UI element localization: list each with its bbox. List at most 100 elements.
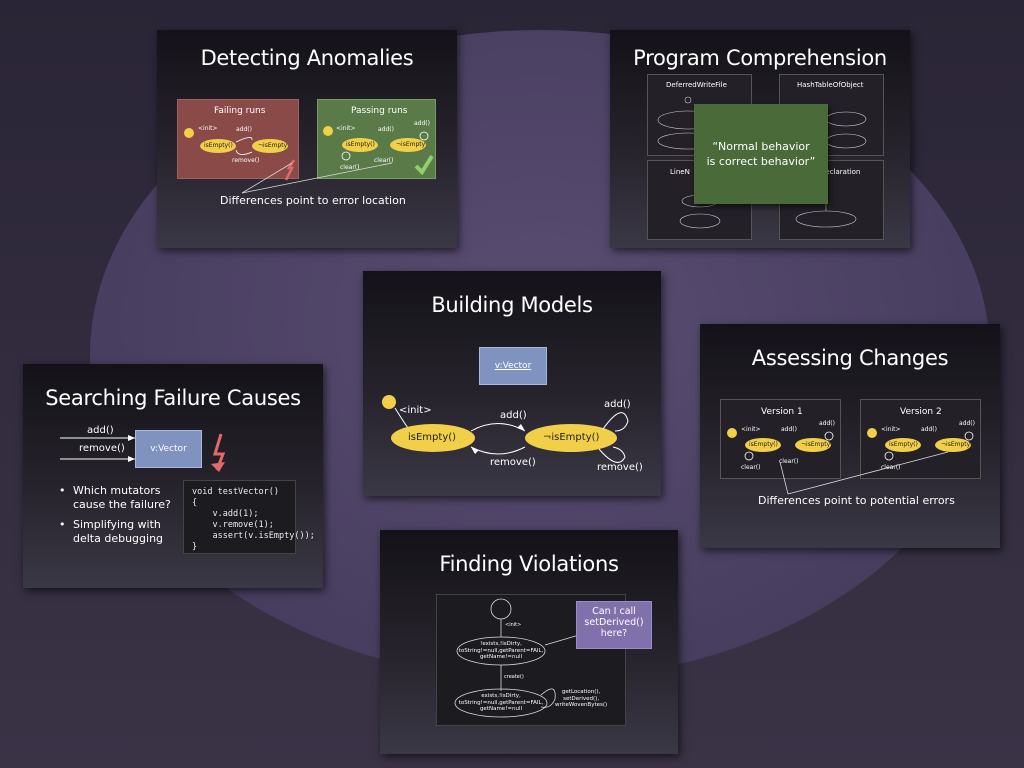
state-exists bbox=[454, 688, 548, 718]
version-1-diagram bbox=[727, 428, 834, 461]
add-label: add() bbox=[921, 426, 937, 433]
init-label: <init> bbox=[741, 426, 761, 433]
add-label-2: add() bbox=[959, 420, 975, 427]
add-label: add() bbox=[236, 126, 252, 133]
slide-title: Searching Failure Causes bbox=[45, 386, 301, 410]
init-label: <init> bbox=[881, 426, 901, 433]
init-label: <init> bbox=[399, 405, 432, 416]
quote-text: “Normal behavior is correct behavior” bbox=[706, 140, 816, 168]
slide-assessing-changes: Assessing Changes Version 1 <init> add()… bbox=[700, 324, 1000, 548]
remove-self-loop-label: remove() bbox=[597, 462, 643, 473]
test-code-box: void testVector() { v.add(1); v.remove(1… bbox=[183, 480, 315, 554]
caption-pointer-lines bbox=[779, 451, 949, 495]
remove-transition-label: remove() bbox=[490, 457, 536, 468]
state-2-text: exists,!isDirty, toString!=null,getParen… bbox=[451, 693, 551, 713]
vector-object-box: v:Vector bbox=[479, 347, 547, 385]
loop-line-3: writeWovenBytes() bbox=[555, 702, 608, 708]
create-label: create() bbox=[504, 674, 524, 680]
init-label: <init> bbox=[505, 622, 522, 628]
is-empty-label: isEmpty() bbox=[749, 441, 778, 448]
slide-title: Building Models bbox=[431, 293, 593, 317]
not-empty-label: ¬isEmpty bbox=[801, 441, 831, 448]
vector-label: v:Vector bbox=[494, 361, 532, 371]
remove-label: remove() bbox=[79, 443, 125, 454]
state-2-line-2: toString!=null,getParent=FAIL, bbox=[458, 699, 544, 706]
slide-program-comprehension: Program Comprehension DeferredWriteFile … bbox=[610, 30, 910, 248]
add-transition-label: add() bbox=[500, 410, 527, 421]
version-2-diagram bbox=[867, 428, 974, 461]
add-label: add() bbox=[87, 425, 114, 436]
state-2-line-3: getName!=null bbox=[479, 706, 523, 712]
initial-state-dot bbox=[323, 126, 333, 136]
state-1-line-2: toString!=null,getParent=FAIL, bbox=[458, 647, 544, 654]
clear-label-2: clear() bbox=[374, 157, 394, 164]
thumbnail-4-title: Declaration bbox=[820, 168, 861, 176]
add-label: add() bbox=[378, 126, 394, 133]
bullet-2-line-1: Simplifying with bbox=[73, 518, 161, 531]
thumbnail-2-title: HashTableOfObject bbox=[797, 81, 864, 89]
violation-state-diagram bbox=[454, 598, 580, 718]
version-1-panel: Version 1 <init> add() add() isEmpty() ¬… bbox=[720, 399, 841, 479]
mutator-arrows bbox=[60, 433, 226, 472]
is-empty-label: isEmpty() bbox=[889, 441, 918, 448]
is-empty-label: isEmpty() bbox=[346, 141, 375, 148]
clear-label: clear() bbox=[741, 464, 761, 471]
slide-title: Assessing Changes bbox=[751, 346, 949, 370]
lightning-icon bbox=[284, 159, 296, 181]
clear-label-2: clear() bbox=[779, 458, 799, 465]
state-machine-diagram bbox=[382, 395, 629, 463]
add-label-2: add() bbox=[819, 420, 835, 427]
assessing-caption: Differences point to potential errors bbox=[758, 494, 955, 507]
slide-detecting-anomalies: Detecting Anomalies Failing runs <init> … bbox=[157, 30, 457, 248]
initial-state bbox=[490, 598, 512, 620]
state-2-line-1: exists,!isDirty, bbox=[481, 693, 521, 699]
not-empty-label: ¬isEmpty bbox=[396, 141, 426, 148]
slide-title: Detecting Anomalies bbox=[200, 46, 414, 70]
clear-label: clear() bbox=[881, 464, 901, 471]
state-is-empty bbox=[342, 138, 378, 152]
initial-state-dot bbox=[382, 395, 396, 409]
passing-runs-label: Passing runs bbox=[351, 106, 408, 116]
not-empty-label: ¬isEmpty bbox=[941, 441, 971, 448]
clear-label: clear() bbox=[340, 164, 360, 171]
passing-runs-panel: Passing runs <init> add() add() isEmpty(… bbox=[317, 99, 436, 179]
thumbnail-3-title: LineN bbox=[670, 168, 690, 176]
state-1-line-1: !exists,!isDirty, bbox=[480, 641, 522, 647]
state-is-empty bbox=[200, 139, 236, 153]
failing-runs-label: Failing runs bbox=[214, 106, 266, 116]
caption-pointer-lines bbox=[241, 162, 393, 194]
remove-label: remove() bbox=[232, 157, 260, 164]
callout-box: Can I call setDerived() here? bbox=[576, 601, 652, 649]
slide-finding-violations: Finding Violations <init> !exists,!isDir… bbox=[380, 530, 678, 754]
loop-label: getLocation(), setDerived(), writeWovenB… bbox=[555, 689, 607, 709]
vector-object-box: v:Vector bbox=[135, 430, 202, 468]
state-is-empty bbox=[391, 424, 475, 452]
add-label: add() bbox=[781, 426, 797, 433]
callout-line-1: Can I call bbox=[592, 606, 636, 617]
is-empty-label: isEmpty() bbox=[408, 432, 457, 443]
loop-line-2: setDerived(), bbox=[563, 695, 600, 702]
bullet-item-1: • Which mutators cause the failure? bbox=[59, 484, 171, 511]
add-self-loop-label: add() bbox=[604, 399, 631, 410]
state-not-empty bbox=[390, 138, 426, 152]
state-not-empty bbox=[525, 424, 617, 452]
state-1-text: !exists,!isDirty, toString!=null,getPare… bbox=[451, 641, 551, 661]
loop-line-1: getLocation(), bbox=[561, 689, 601, 695]
bullet-list: • Which mutators cause the failure? • Si… bbox=[59, 484, 171, 546]
not-empty-label: ¬isEmpty() bbox=[543, 432, 600, 443]
version-2-label: Version 2 bbox=[900, 407, 942, 417]
slide-title: Finding Violations bbox=[439, 552, 619, 576]
slide-title: Program Comprehension bbox=[633, 46, 887, 70]
version-2-panel: Version 2 <init> add() add() isEmpty() ¬… bbox=[860, 399, 981, 479]
vector-label: v:Vector bbox=[150, 444, 187, 454]
init-label: <init> bbox=[336, 125, 356, 132]
failing-runs-panel: Failing runs <init> add() isEmpty() ¬isE… bbox=[177, 99, 299, 181]
thumbnail-1-title: DeferredWriteFile bbox=[666, 81, 727, 89]
slide-searching-failure-causes: Searching Failure Causes add() remove() … bbox=[23, 364, 323, 588]
failing-state-diagram bbox=[184, 128, 296, 181]
passing-state-diagram bbox=[323, 126, 434, 176]
add-label-2: add() bbox=[414, 120, 430, 127]
state-not-empty bbox=[252, 139, 288, 153]
bullet-1-line-1: Which mutators bbox=[73, 484, 161, 497]
state-1-line-3: getName!=null bbox=[479, 654, 523, 660]
